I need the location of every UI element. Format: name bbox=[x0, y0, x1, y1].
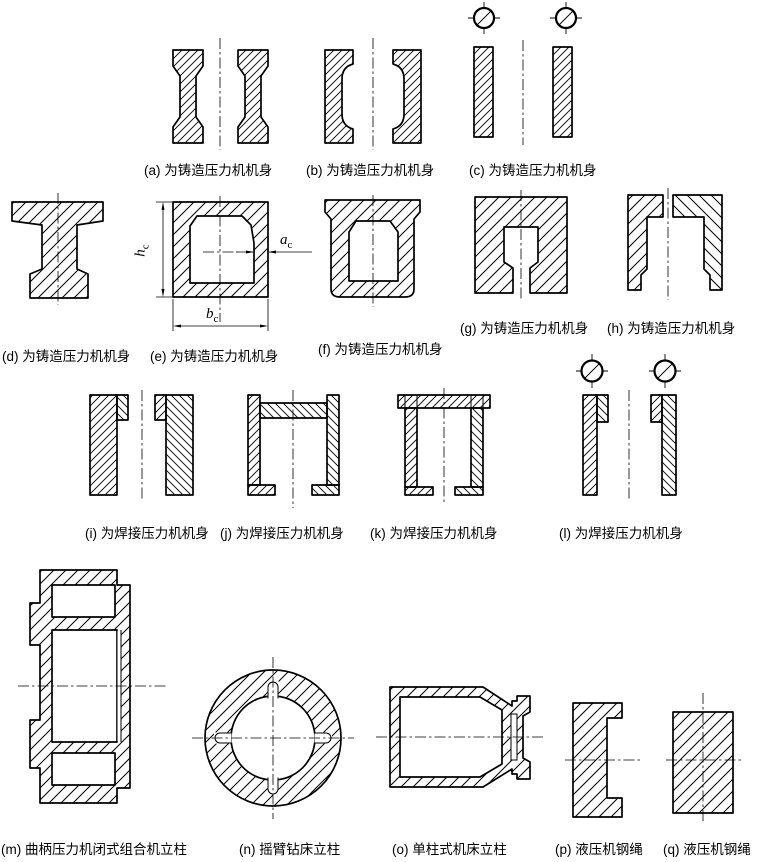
dimension-ac bbox=[236, 250, 312, 254]
channel-left bbox=[324, 49, 354, 144]
u-section-right-half bbox=[672, 194, 723, 291]
plate-left bbox=[473, 46, 494, 138]
column-body bbox=[29, 569, 131, 804]
caption-p: (p) 液压机钢绳 bbox=[555, 842, 643, 857]
channel-right bbox=[392, 49, 422, 144]
ibeam-left bbox=[172, 49, 204, 144]
dim-bc-symbol: b bbox=[206, 306, 214, 322]
figure-k-welded-frame-section bbox=[397, 388, 491, 503]
caption-l: (l) 为焊接压力机机身 bbox=[559, 526, 683, 541]
tie-rod-symbol-right bbox=[649, 354, 681, 388]
box-section bbox=[172, 201, 269, 298]
caption-o: (o) 单柱式机床立柱 bbox=[392, 842, 507, 857]
ibeam-right bbox=[237, 49, 269, 144]
figure-q-hydraulic-press-section bbox=[666, 693, 742, 823]
top-plate bbox=[397, 394, 491, 409]
plate-right bbox=[552, 46, 573, 138]
figure-a-cast-frame-section bbox=[172, 38, 269, 150]
foot-plate-left bbox=[404, 486, 434, 496]
caption-a: (a) 为铸造压力机机身 bbox=[144, 163, 273, 178]
web-plate-right bbox=[470, 407, 484, 488]
figure-m-crank-press-column-section bbox=[18, 569, 168, 804]
figure-b-cast-frame-section bbox=[324, 38, 422, 150]
caption-q: (q) 液压机钢绳 bbox=[663, 842, 751, 857]
plate-right bbox=[165, 394, 194, 496]
dimension-label-ac: ac bbox=[280, 232, 292, 251]
figure-n-radial-drill-column-section bbox=[192, 657, 354, 819]
caption-g: (g) 为铸造压力机机身 bbox=[460, 321, 589, 336]
figure-e-cast-frame-section bbox=[156, 196, 312, 331]
caption-n: (n) 摇臂钻床立柱 bbox=[239, 842, 341, 857]
caption-k: (k) 为焊接压力机机身 bbox=[370, 526, 498, 541]
dimension-label-hc: hc bbox=[133, 244, 152, 256]
caption-m: (m) 曲柄压力机闭式组合机立柱 bbox=[1, 842, 187, 857]
dimension-bc bbox=[172, 299, 269, 331]
tie-rod-symbol-left bbox=[576, 354, 608, 388]
caption-d: (d) 为铸造压力机机身 bbox=[2, 349, 131, 364]
plate-left bbox=[89, 394, 118, 496]
plate-right bbox=[661, 394, 677, 496]
foot-plate-right bbox=[454, 486, 484, 496]
caption-e: (e) 为铸造压力机机身 bbox=[150, 349, 279, 364]
tee-section bbox=[11, 201, 104, 299]
figure-h-cast-frame-section bbox=[627, 188, 723, 300]
figure-j-welded-frame-section bbox=[247, 390, 340, 508]
web-plate-left bbox=[404, 407, 418, 488]
web-plate-left bbox=[247, 394, 261, 486]
tie-rod-symbol-right bbox=[550, 2, 582, 34]
figure-i-welded-frame-section bbox=[89, 390, 194, 500]
caption-f: (f) 为铸造压力机机身 bbox=[318, 342, 443, 357]
figure-l-welded-frame-section bbox=[576, 354, 681, 500]
weld-block-right bbox=[154, 394, 167, 421]
box-section-flared bbox=[324, 199, 421, 298]
block-with-tslot bbox=[474, 196, 568, 294]
weld-block-left bbox=[116, 394, 129, 421]
foot-plate-right bbox=[311, 484, 340, 496]
dim-ac-subscript: c bbox=[287, 239, 293, 251]
plate-left bbox=[582, 394, 598, 496]
caption-c: (c) 为铸造压力机机身 bbox=[469, 163, 597, 178]
foot-plate-left bbox=[247, 484, 276, 496]
weld-block-right bbox=[650, 394, 663, 423]
u-section-left-half bbox=[627, 194, 664, 291]
figure-f-cast-frame-section bbox=[324, 195, 421, 307]
notched-block bbox=[572, 702, 623, 818]
dim-hc-subscript: c bbox=[139, 244, 152, 250]
caption-j: (j) 为焊接压力机机身 bbox=[220, 526, 344, 541]
dim-ac-symbol: a bbox=[280, 232, 288, 248]
figure-o-single-column-machine-section bbox=[376, 686, 546, 788]
caption-h: (h) 为铸造压力机机身 bbox=[607, 321, 736, 336]
weld-block-left bbox=[596, 394, 609, 423]
figure-c-cast-frame-section bbox=[468, 2, 582, 145]
figure-d-cast-frame-section bbox=[11, 193, 104, 305]
caption-b: (b) 为铸造压力机机身 bbox=[306, 163, 435, 178]
top-plate bbox=[259, 402, 328, 419]
figure-p-hydraulic-press-section bbox=[565, 702, 643, 818]
tie-rod-symbol-left bbox=[468, 2, 500, 34]
figure-g-cast-frame-section bbox=[474, 190, 568, 301]
dimension-label-bc: bc bbox=[206, 306, 218, 325]
web-plate-right bbox=[326, 394, 340, 486]
caption-i: (i) 为焊接压力机机身 bbox=[85, 526, 209, 541]
dimension-hc bbox=[156, 201, 173, 298]
dim-hc-symbol: h bbox=[132, 249, 149, 257]
dim-bc-subscript: c bbox=[213, 313, 219, 325]
